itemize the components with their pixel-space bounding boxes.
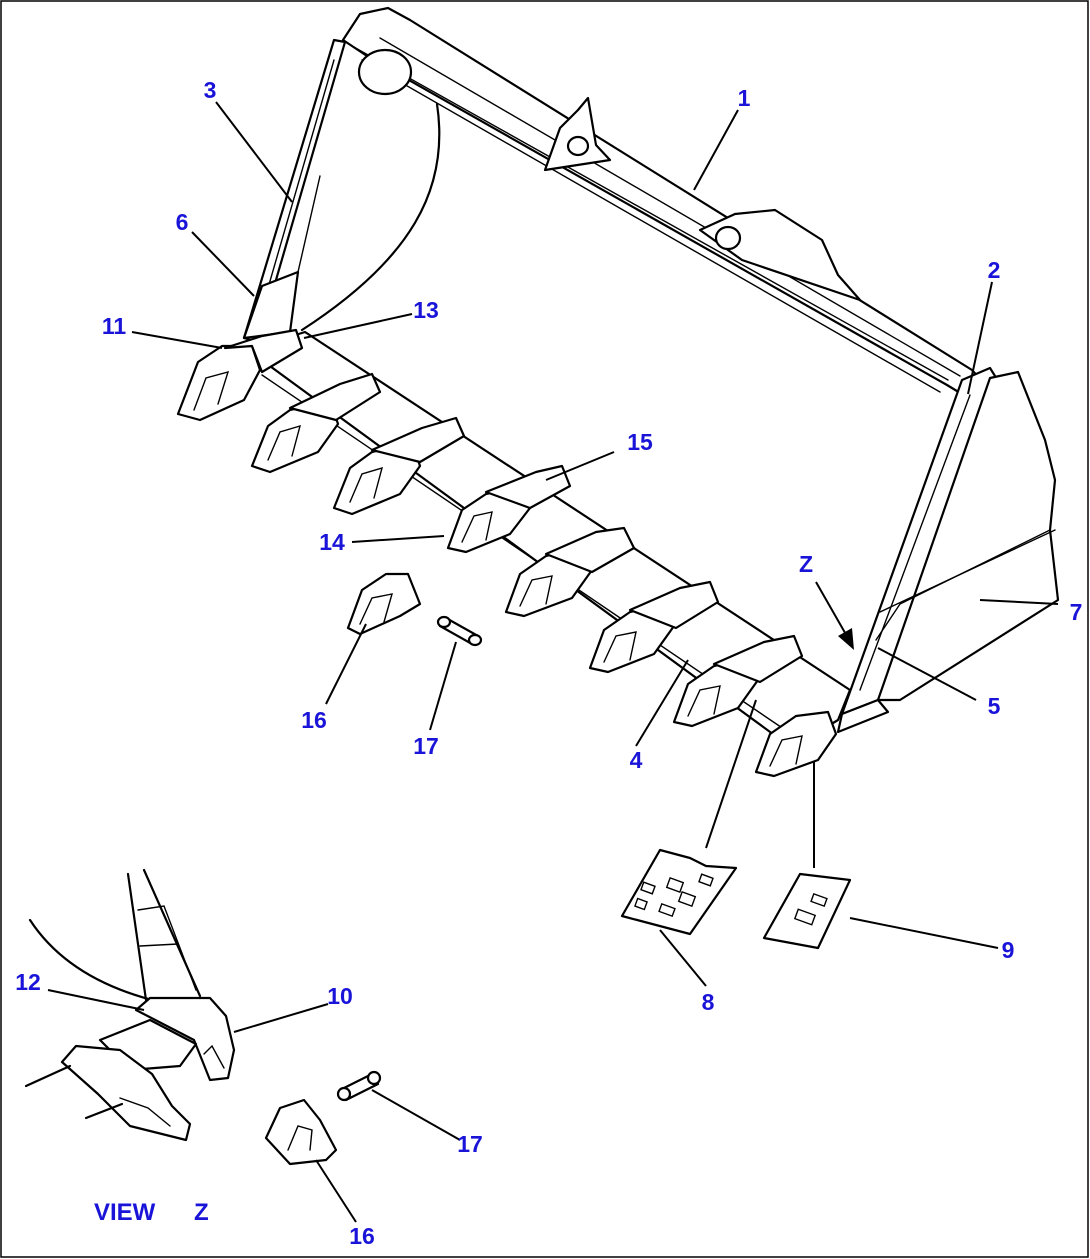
callout-17-top: 17 — [413, 733, 439, 759]
callout-10: 10 — [327, 983, 353, 1009]
pin-17 — [436, 615, 483, 647]
callout-1: 1 — [738, 85, 751, 111]
callout-z: Z — [799, 551, 813, 577]
callout-4: 4 — [630, 747, 643, 773]
callout-3: 3 — [204, 77, 217, 103]
bucket-assembly — [242, 6, 1060, 750]
callout-16-bottom: 16 — [349, 1223, 375, 1249]
leader-lines — [47, 101, 1059, 1223]
hinge-bracket-center — [543, 96, 612, 172]
detail-corner-adapter — [134, 996, 236, 1082]
callout-labels: 1 2 3 4 5 6 7 8 9 10 11 12 13 14 15 16 1… — [15, 77, 1082, 1249]
loose-tooth-16 — [346, 572, 422, 636]
callout-6: 6 — [176, 209, 189, 235]
callout-11: 11 — [102, 313, 127, 339]
corner-tooth-left — [176, 344, 262, 422]
detail-loose-tooth-16 — [264, 1098, 338, 1166]
adapter-15 — [484, 464, 572, 510]
teeth-row — [176, 328, 838, 778]
detail-pin-17 — [336, 1070, 382, 1102]
callout-8: 8 — [702, 989, 715, 1015]
callout-16-top: 16 — [301, 707, 327, 733]
callout-2: 2 — [988, 257, 1001, 283]
z-arrow-head — [838, 628, 854, 650]
callout-7: 7 — [1070, 599, 1083, 625]
wear-plate-8 — [620, 848, 738, 936]
callout-17-bottom: 17 — [457, 1131, 483, 1157]
view-label-letter: Z — [194, 1199, 209, 1226]
hinge-bracket-right — [698, 208, 862, 302]
callout-12: 12 — [15, 969, 41, 995]
view-z-detail — [24, 868, 382, 1166]
wear-plate-9 — [762, 872, 852, 950]
callout-14: 14 — [319, 529, 345, 555]
callout-9: 9 — [1002, 937, 1015, 963]
corner-tooth-right — [754, 710, 838, 778]
view-label-word: VIEW — [94, 1199, 156, 1226]
left-side-curve — [300, 102, 441, 332]
callout-13: 13 — [413, 297, 439, 323]
callout-5: 5 — [988, 693, 1001, 719]
callout-15: 15 — [627, 429, 653, 455]
